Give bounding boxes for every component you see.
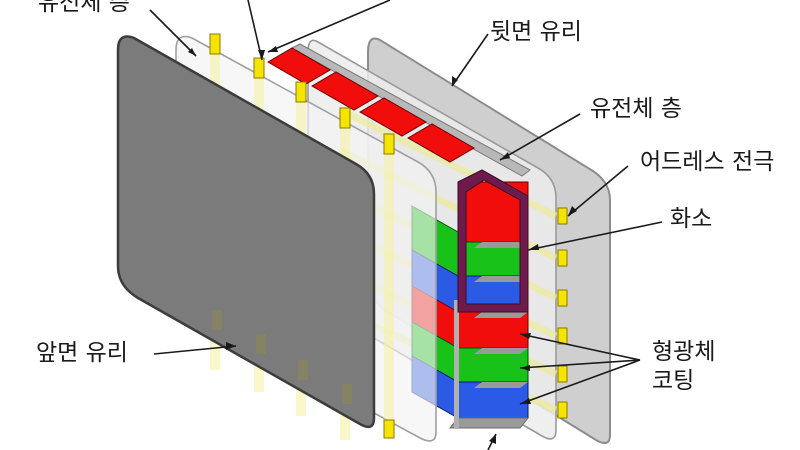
leader-top-electrode-2 <box>267 0 391 53</box>
display-electrode-tab <box>339 107 351 129</box>
arrowhead <box>489 434 496 444</box>
arrowhead <box>452 76 458 86</box>
display-electrode-tab <box>253 57 265 79</box>
leader-dielectric-back <box>499 113 581 161</box>
leader-phosphor-green <box>519 359 641 369</box>
front-electrode-shadow <box>298 360 308 380</box>
leader-address-electrode <box>567 165 629 217</box>
front-glass-panel <box>116 35 376 429</box>
cell-top-red <box>407 123 475 163</box>
barrier-rib-bottom <box>448 417 530 429</box>
label-back-glass: 뒷면 유리 <box>490 19 582 45</box>
address-electrode-tab <box>557 401 568 419</box>
leader-pixel <box>527 221 663 251</box>
arrowhead <box>568 206 577 216</box>
arrowhead <box>268 46 278 52</box>
label-dielectric-back: 유전체 층 <box>590 96 682 122</box>
barrier-rib <box>474 242 528 248</box>
leader-phosphor-red <box>519 333 641 361</box>
leader-front-glass <box>153 345 237 355</box>
display-electrode-tab <box>209 33 221 55</box>
display-electrode-tab <box>383 133 395 155</box>
label-phosphor-coating: 형광체 코팅 <box>652 339 716 394</box>
arrowhead <box>520 333 531 339</box>
arrowhead <box>226 342 236 350</box>
label-front-glass: 앞면 유리 <box>36 340 128 366</box>
arrowhead <box>520 398 531 404</box>
display-electrode-tab <box>295 81 307 103</box>
label-address-electrode: 어드레스 전극 <box>640 149 775 175</box>
address-electrode-tab <box>557 365 568 383</box>
leader-phosphor-blue <box>519 359 641 405</box>
barrier-rib <box>474 276 528 282</box>
leader-back-glass <box>451 33 489 87</box>
barrier-rib-vertical <box>454 300 459 428</box>
arrowhead <box>188 48 196 56</box>
pixel-outline <box>457 169 529 313</box>
label-dielectric-front: 유전체 층 <box>38 0 130 16</box>
arrowhead <box>520 365 530 371</box>
barrier-rib <box>474 312 528 318</box>
arrowhead <box>528 244 539 250</box>
address-electrode-tab <box>557 249 568 267</box>
cell-top-red <box>311 71 379 111</box>
address-electrode-tab <box>557 289 568 307</box>
arrowhead <box>500 152 510 160</box>
display-electrode <box>384 138 394 438</box>
cell-top-red <box>267 47 331 85</box>
arrowhead <box>258 50 265 60</box>
display-electrode-tab <box>383 419 395 439</box>
barrier-rib <box>474 348 528 354</box>
address-electrode-tabs <box>557 207 568 419</box>
label-pixel: 화소 <box>670 206 713 232</box>
leader-dielectric-front <box>149 9 197 57</box>
front-electrode-shadow <box>342 384 352 404</box>
front-electrode-shadow <box>212 310 222 330</box>
barrier-rib <box>474 382 528 388</box>
address-electrode-tab <box>557 327 568 345</box>
cell-top-red <box>359 97 427 137</box>
front-electrode-shadow <box>256 334 266 354</box>
address-electrode-tab <box>557 207 568 225</box>
